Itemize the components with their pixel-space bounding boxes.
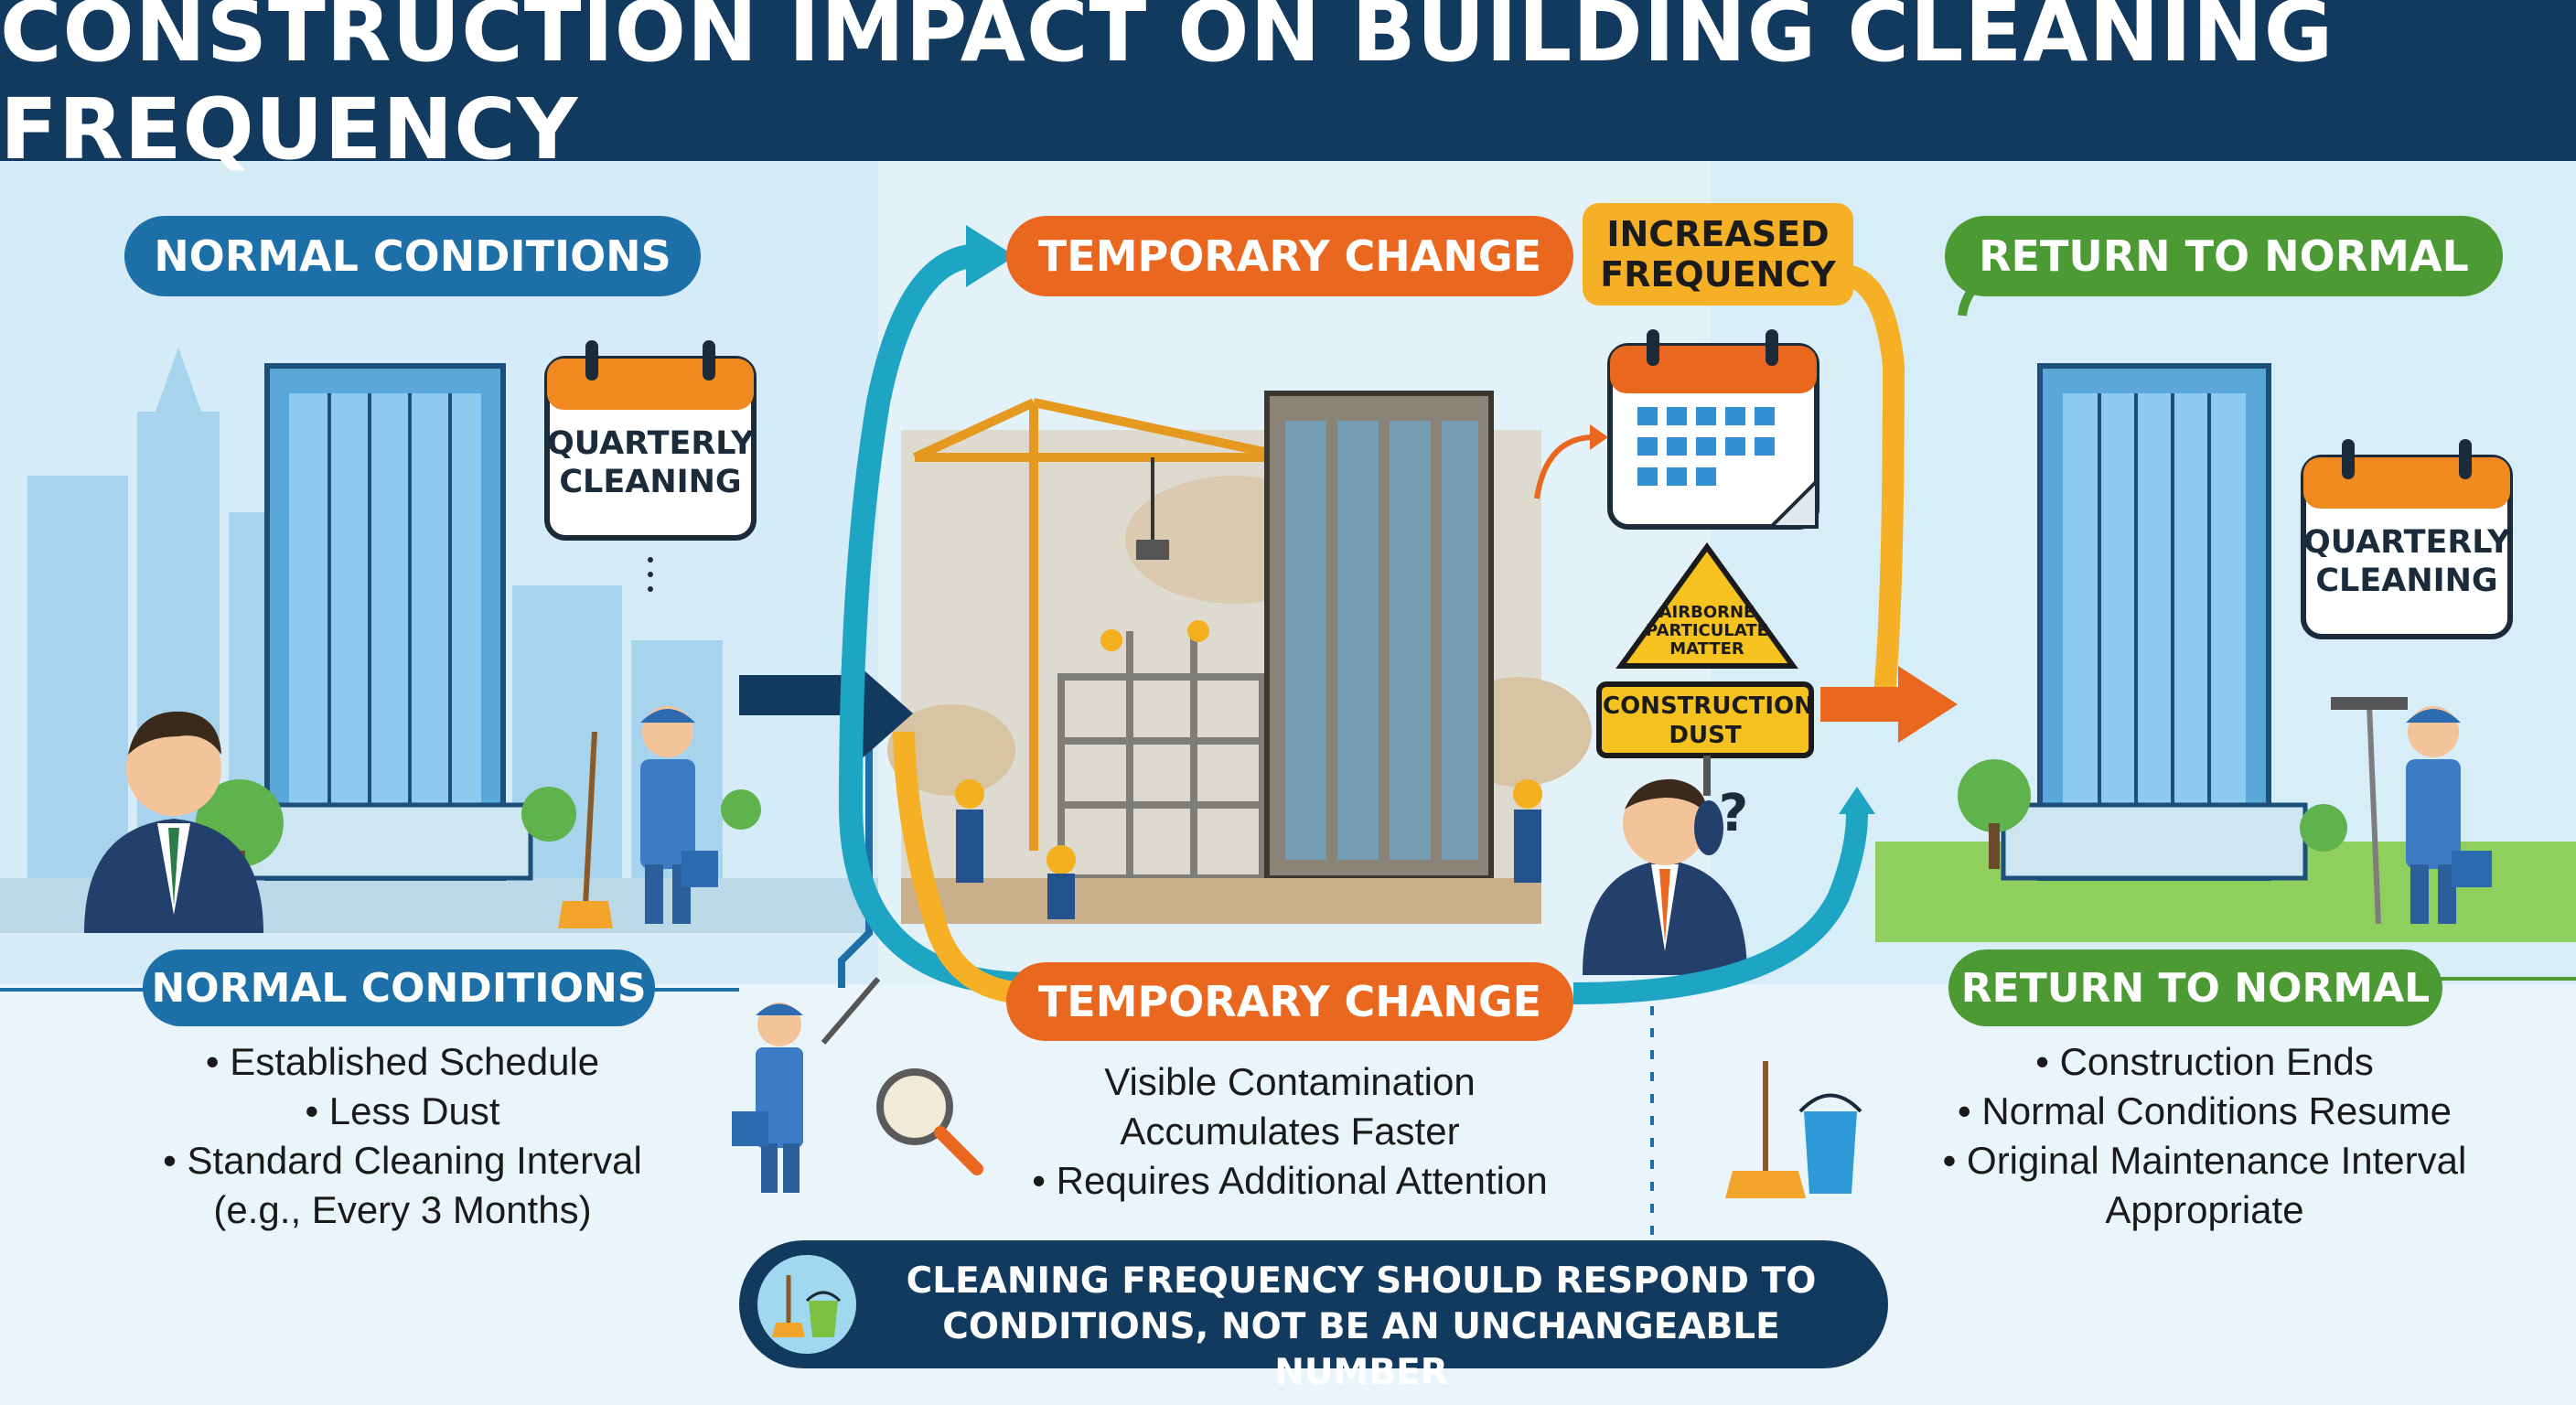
- temporary-change-heading: TEMPORARY CHANGE: [1006, 216, 1573, 296]
- normal-bullet: • Established Schedule: [205, 1040, 600, 1083]
- airborne-particulate-sign: AIRBORNE PARTICULATE MATTER: [1646, 603, 1768, 659]
- page-title: CONSTRUCTION IMPACT ON BUILDING CLEANING…: [0, 0, 2334, 178]
- normal-bullet: (e.g., Every 3 Months): [213, 1188, 592, 1231]
- return-bullet: • Construction Ends: [2035, 1040, 2374, 1083]
- return-bullet-list: • Construction Ends • Normal Conditions …: [1921, 1037, 2488, 1235]
- normal-calendar-label: QUARTERLY CLEANING: [547, 425, 755, 500]
- normal-bullet: • Standard Cleaning Interval: [163, 1139, 642, 1182]
- temporary-bullet: Visible Contamination: [1104, 1060, 1476, 1103]
- construction-dust-sign: CONSTRUCTION DUST: [1603, 692, 1814, 749]
- normal-bullet: • Less Dust: [305, 1089, 500, 1132]
- return-bullet: • Normal Conditions Resume: [1958, 1089, 2452, 1132]
- return-bullet: • Original Maintenance Interval: [1942, 1139, 2467, 1182]
- normal-conditions-heading: NORMAL CONDITIONS: [124, 216, 701, 296]
- bottom-banner: CLEANING FREQUENCY SHOULD RESPOND TO CON…: [739, 1240, 1888, 1393]
- temporary-bullet: • Requires Additional Attention: [1032, 1159, 1548, 1202]
- return-bullet: Appropriate: [2105, 1188, 2304, 1231]
- banner-message: CLEANING FREQUENCY SHOULD RESPOND TO CON…: [906, 1260, 1817, 1393]
- cleaning-supplies-icon: [757, 1255, 856, 1354]
- question-mark: ?: [1718, 784, 1749, 843]
- title-bar: CONSTRUCTION IMPACT ON BUILDING CLEANING…: [0, 0, 2576, 178]
- temporary-bullet: Accumulates Faster: [1120, 1110, 1460, 1153]
- return-calendar-label: QUARTERLY CLEANING: [2303, 524, 2511, 599]
- normal-bullet-list: • Established Schedule • Less Dust • Sta…: [110, 1037, 695, 1235]
- return-to-normal-heading: RETURN TO NORMAL: [1945, 216, 2503, 296]
- increased-frequency-label: INCREASED FREQUENCY: [1583, 203, 1853, 306]
- normal-conditions-label: NORMAL CONDITIONS: [143, 949, 655, 1026]
- temporary-change-label: TEMPORARY CHANGE: [1006, 962, 1573, 1041]
- return-to-normal-label: RETURN TO NORMAL: [1948, 949, 2442, 1026]
- temporary-bullet-list: Visible Contamination Accumulates Faster…: [988, 1057, 1592, 1206]
